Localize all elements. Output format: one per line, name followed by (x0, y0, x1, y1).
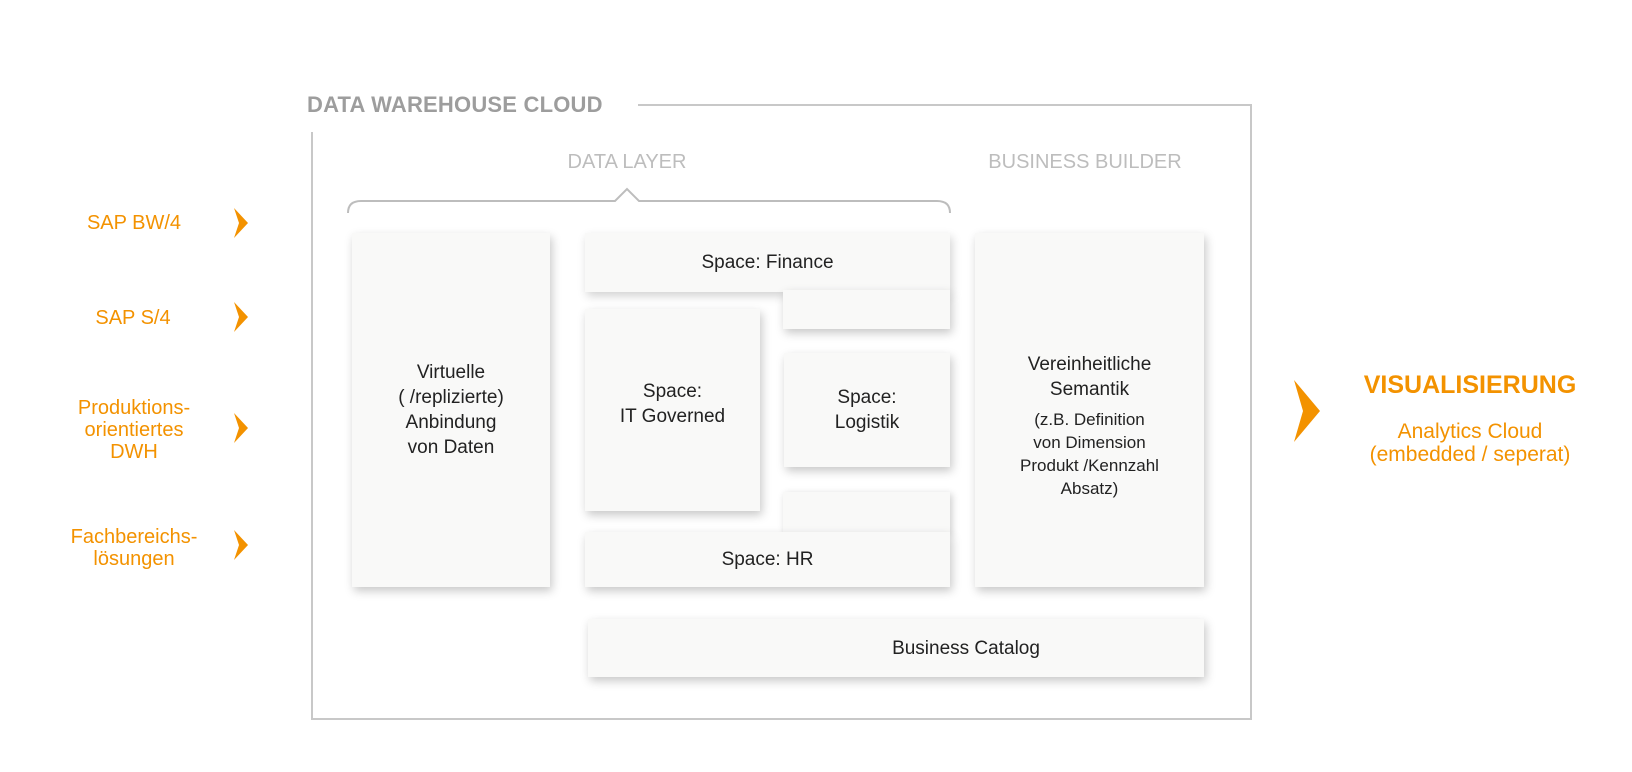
frame-border-top (638, 104, 1250, 106)
semantics-box: Vereinheitliche Semantik (z.B. Definitio… (975, 233, 1204, 587)
virtual-connection-box: Virtuelle ( /replizierte) Anbindung von … (352, 233, 550, 587)
business-catalog-box: Business Catalog (588, 619, 1204, 677)
chevron-right-icon (234, 413, 248, 443)
semantics-detail: (z.B. Definition von Dimension Produkt /… (1020, 410, 1159, 498)
chevron-right-icon (234, 302, 248, 332)
output-subtitle: Analytics Cloud (embedded / seperat) (1369, 420, 1571, 466)
source-label-sap-s4: SAP S/4 (95, 307, 171, 329)
space-finance-tab (783, 290, 950, 329)
frame-border-left (311, 132, 313, 720)
chevron-right-icon (234, 208, 248, 238)
business-catalog-label: Business Catalog (892, 637, 1040, 659)
data-layer-title: DATA LAYER (567, 151, 687, 173)
source-label-produktions-dwh: Produktions- orientiertes DWH (77, 397, 191, 463)
space-it-governed-box: Space: IT Governed (585, 309, 760, 511)
chevron-right-icon (234, 530, 248, 560)
space-hr-bottom: Space: HR (585, 532, 950, 587)
space-hr-label: Space: HR (721, 549, 814, 570)
chevron-right-icon (1294, 380, 1320, 442)
frame-title: DATA WAREHOUSE CLOUD (307, 92, 603, 117)
business-builder-title: BUSINESS BUILDER (988, 151, 1182, 173)
space-finance-label: Space: Finance (701, 252, 834, 273)
output-title: VISUALISIERUNG (1363, 371, 1577, 399)
semantics-title: Vereinheitliche Semantik (1027, 354, 1152, 400)
frame-border-bottom (311, 718, 1252, 720)
source-label-fachbereichsloesungen: Fachbereichs- lösungen (70, 526, 198, 570)
source-label-sap-bw4: SAP BW/4 (86, 212, 182, 234)
space-finance-top: Space: Finance (585, 233, 950, 292)
data-layer-brace (347, 187, 951, 214)
space-hr-tab (783, 492, 950, 534)
frame-border-right (1250, 104, 1252, 720)
space-logistik-box: Space: Logistik (784, 353, 950, 467)
